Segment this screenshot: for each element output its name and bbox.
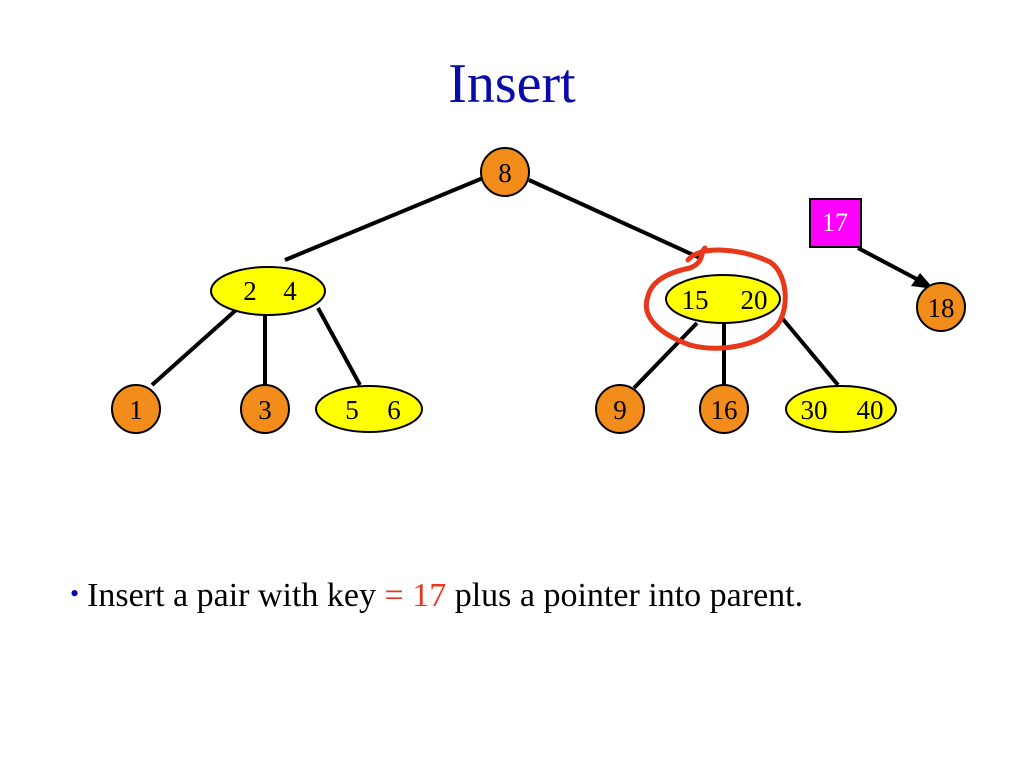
new-key-label: 17	[822, 208, 848, 237]
leaf-node-5-6-key-2: 6	[387, 395, 401, 425]
right-internal-node: 15 20	[665, 274, 781, 324]
leaf-node-3: 3	[240, 384, 290, 434]
leaf-node-9: 9	[595, 384, 645, 434]
root-node-label: 8	[498, 158, 512, 188]
tree-edges	[150, 176, 927, 390]
new-leaf-node-18-circle	[916, 282, 966, 332]
leaf-node-1-label: 1	[129, 395, 143, 425]
bullet-equals: =	[384, 577, 404, 614]
edge-right-to-30-40	[780, 316, 840, 387]
leaf-node-1-circle	[111, 384, 161, 434]
leaf-node-3-label: 3	[258, 395, 272, 425]
root-node: 8	[480, 147, 530, 197]
new-leaf-node-18-label: 18	[928, 293, 955, 323]
root-node-circle	[480, 147, 530, 197]
left-internal-node-shape	[210, 266, 326, 316]
bullet-text-before: Insert a pair with key	[87, 577, 377, 614]
right-internal-node-shape	[665, 274, 781, 324]
right-internal-key-1: 15	[682, 285, 709, 315]
edge-left-to-5-6	[316, 307, 362, 386]
left-internal-key-1: 2	[243, 276, 257, 306]
edge-right-to-9	[632, 321, 699, 390]
slide-title: Insert	[448, 53, 576, 115]
leaf-node-30-40-shape	[785, 385, 897, 433]
leaf-node-30-40-key-2: 40	[857, 395, 884, 425]
leaf-node-16-circle	[699, 384, 749, 434]
bullet-dot-icon: •	[70, 579, 80, 608]
right-internal-key-2: 20	[741, 285, 768, 315]
left-internal-node: 2 4	[210, 266, 326, 316]
edge-left-to-1	[150, 308, 238, 387]
new-leaf-node-18: 18	[916, 282, 966, 332]
leaf-node-5-6-key-1: 5	[345, 395, 359, 425]
edge-17-to-18	[857, 246, 927, 286]
leaf-node-3-circle	[240, 384, 290, 434]
leaf-node-30-40-key-1: 30	[801, 395, 828, 425]
bullet-point: •Insert a pair with key = 17 plus a poin…	[70, 574, 803, 620]
leaf-node-9-label: 9	[613, 395, 627, 425]
edge-root-to-right	[528, 178, 701, 260]
leaf-node-16: 16	[699, 384, 749, 434]
leaf-node-5-6: 5 6	[315, 385, 423, 433]
leaf-node-1: 1	[111, 384, 161, 434]
leaf-node-5-6-shape	[315, 385, 423, 433]
bullet-key: 17	[412, 577, 447, 614]
highlight-circle	[643, 245, 788, 351]
edge-root-to-left	[284, 176, 484, 262]
new-key-box: 17	[809, 198, 862, 248]
new-key-box-rect	[809, 198, 862, 248]
left-internal-key-2: 4	[283, 276, 297, 306]
arrowhead	[911, 273, 934, 289]
leaf-node-9-circle	[595, 384, 645, 434]
leaf-node-16-label: 16	[711, 395, 738, 425]
leaf-node-30-40: 30 40	[785, 385, 897, 433]
bullet-text-after: plus a pointer into parent.	[454, 577, 804, 614]
